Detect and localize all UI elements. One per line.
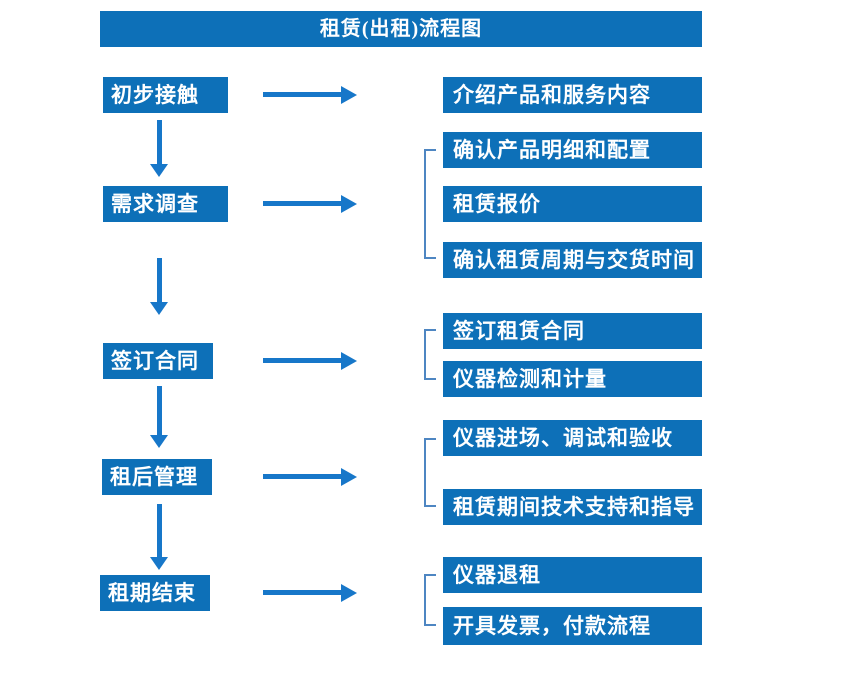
step-box-initial-contact: 初步接触 bbox=[103, 77, 228, 113]
step-box-sign-contract: 签订合同 bbox=[103, 343, 213, 379]
arrow-step4-to-outputs-icon bbox=[263, 468, 357, 486]
arrow-step5-to-outputs-icon bbox=[263, 584, 357, 602]
output-box-rental-quotation: 租赁报价 bbox=[443, 186, 702, 222]
output-box-confirm-rental-period-delivery: 确认租赁周期与交货时间 bbox=[443, 242, 702, 278]
bracket-post-rental-outputs-icon bbox=[424, 438, 436, 507]
bracket-sign-contract-outputs-icon bbox=[424, 329, 436, 380]
bracket-rental-end-outputs-icon bbox=[424, 574, 436, 626]
output-box-instrument-testing-measurement: 仪器检测和计量 bbox=[443, 361, 702, 397]
output-box-invoice-payment-process: 开具发票，付款流程 bbox=[443, 607, 702, 645]
step-box-rental-end: 租期结束 bbox=[100, 575, 210, 611]
arrow-step4-to-step5-icon bbox=[150, 504, 168, 570]
output-box-confirm-product-details: 确认产品明细和配置 bbox=[443, 132, 702, 168]
output-box-instrument-return: 仪器退租 bbox=[443, 557, 702, 593]
arrow-step1-to-outputs-icon bbox=[263, 86, 357, 104]
arrow-step2-to-step3-icon bbox=[150, 258, 168, 315]
arrow-step2-to-outputs-icon bbox=[263, 195, 357, 213]
output-box-instrument-entry-acceptance: 仪器进场、调试和验收 bbox=[443, 420, 702, 456]
bracket-demand-survey-outputs-icon bbox=[424, 149, 436, 259]
step-box-post-rental-management: 租后管理 bbox=[102, 459, 212, 495]
arrow-step3-to-step4-icon bbox=[150, 386, 168, 448]
arrow-step3-to-outputs-icon bbox=[263, 352, 357, 370]
step-box-demand-survey: 需求调查 bbox=[103, 186, 228, 222]
output-box-technical-support-guidance: 租赁期间技术支持和指导 bbox=[443, 489, 702, 525]
flowchart-title: 租赁(出租)流程图 bbox=[100, 11, 702, 47]
arrow-step1-to-step2-icon bbox=[150, 120, 168, 177]
output-box-sign-rental-contract: 签订租赁合同 bbox=[443, 313, 702, 349]
output-box-introduce-products-services: 介绍产品和服务内容 bbox=[443, 77, 702, 113]
